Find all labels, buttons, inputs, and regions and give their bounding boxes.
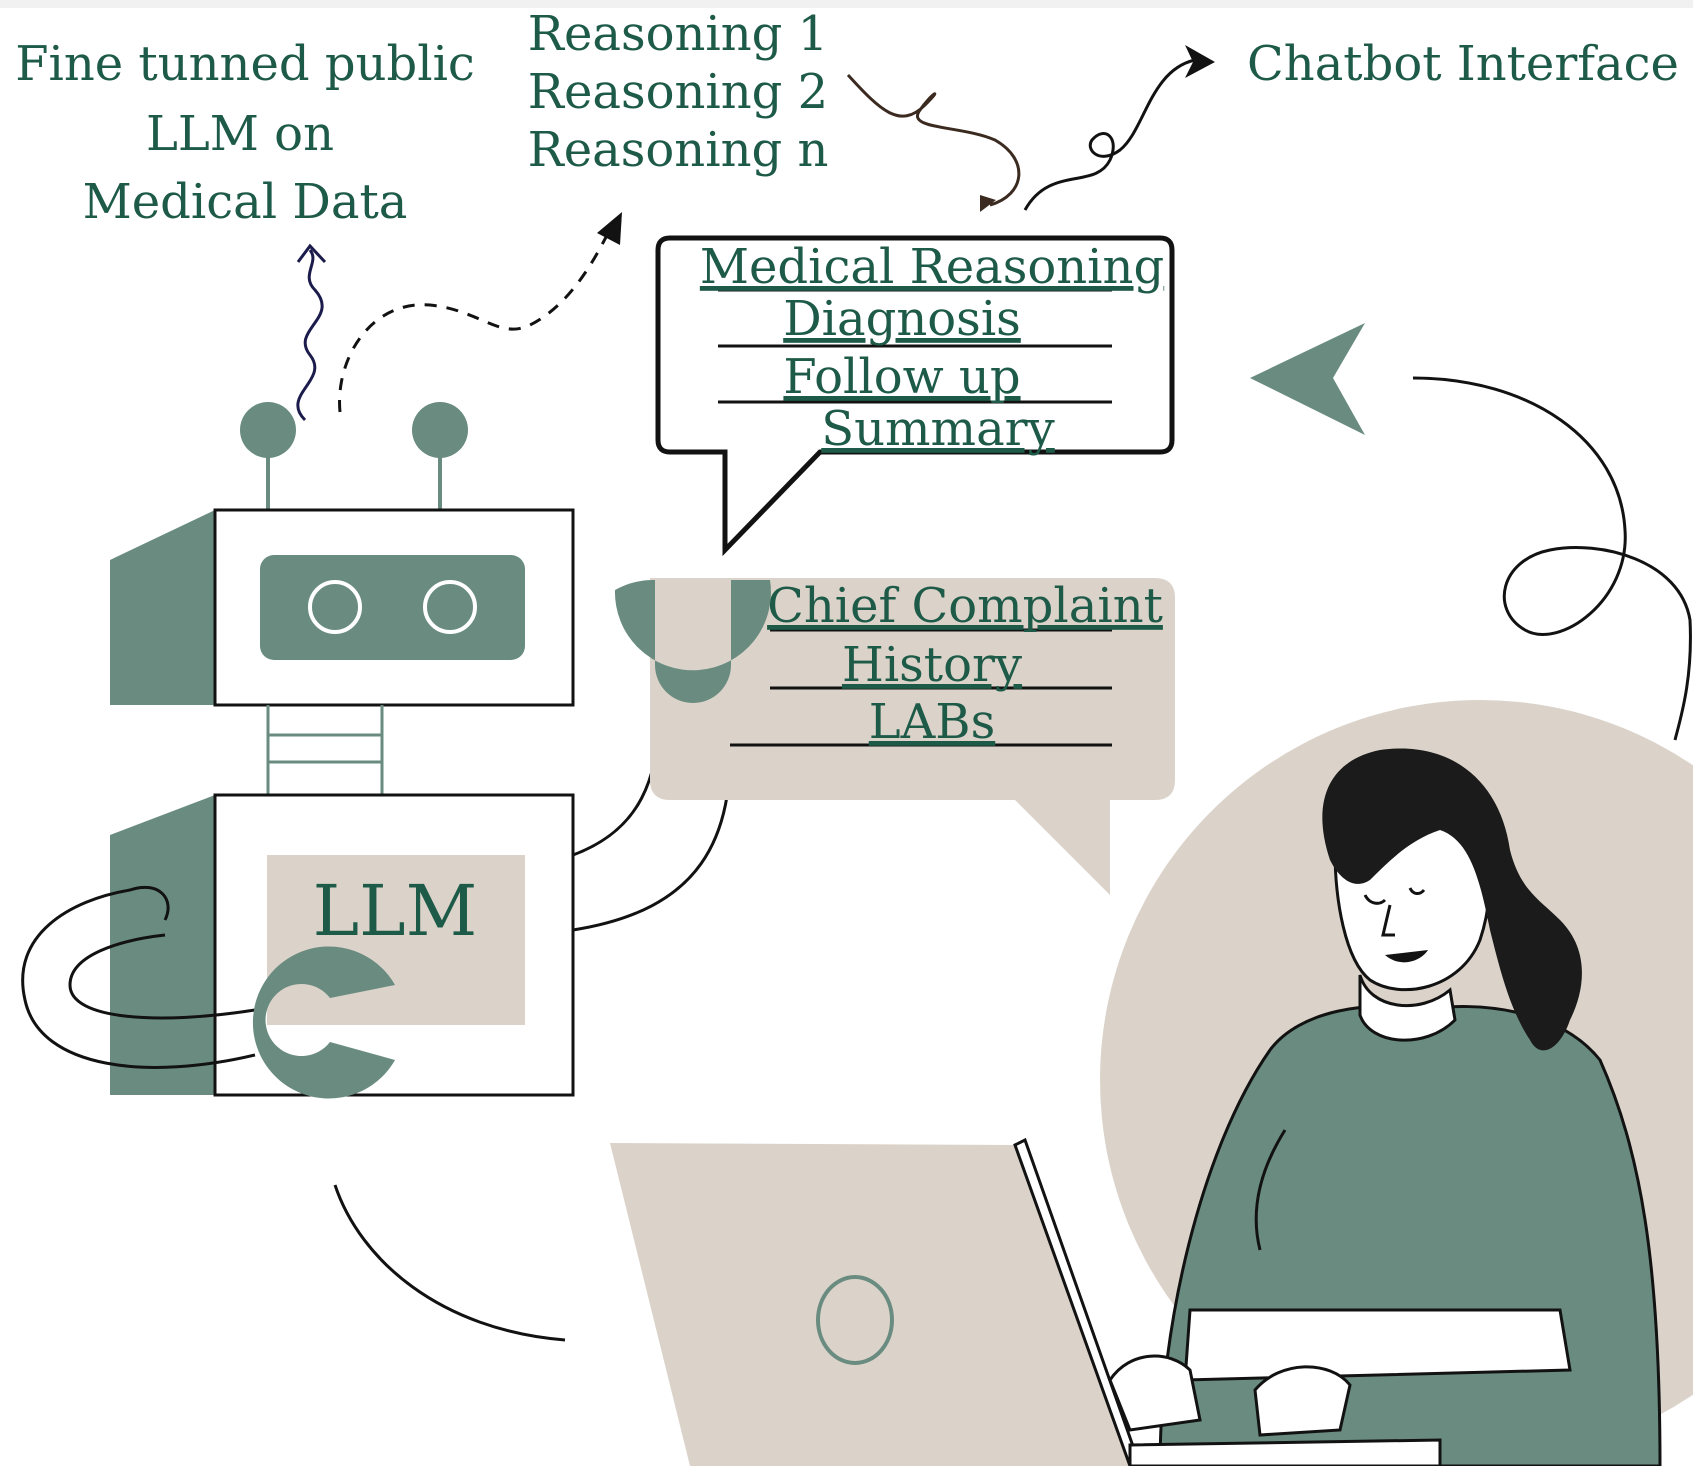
laptop-icon (610, 1137, 1442, 1466)
sleeve-band (1183, 1308, 1572, 1382)
finetuned-label: Fine tunned public LLM on Medical Data (15, 36, 475, 230)
antenna-ball-left (240, 402, 296, 458)
robot-eye-left (308, 580, 362, 634)
top-strip (0, 0, 1693, 8)
robot-arm-left (21, 885, 256, 1069)
output-bubble: Medical Reasoning Diagnosis Follow up Su… (655, 235, 1175, 557)
body-side (110, 795, 215, 1095)
reasoning-1: Reasoning 1 (528, 6, 828, 62)
woman-at-laptop-icon (1100, 700, 1693, 1466)
arrow-finetune-head (296, 243, 327, 264)
robot-eye-right (423, 580, 477, 634)
input-item: Chief Complaint (767, 578, 1163, 634)
output-item: Follow up (783, 349, 1020, 405)
connector-arc-bottom (333, 1184, 566, 1342)
output-item: Diagnosis (783, 291, 1021, 347)
chest-line (1254, 1129, 1287, 1251)
head-side (110, 510, 215, 705)
robot-arm-left-inner (68, 933, 256, 1020)
mouth (1385, 950, 1428, 963)
eye-right (1408, 887, 1426, 895)
llm-label: LLM (313, 870, 478, 952)
robot-neck (266, 705, 384, 795)
arrow-reasoning-dashed (338, 224, 614, 413)
antenna-ball-right (412, 402, 468, 458)
hand-right (1253, 1365, 1352, 1437)
robot-visor (260, 555, 525, 660)
chatbot-interface-label: Chatbot Interface (1247, 36, 1679, 92)
hair (1322, 748, 1582, 1051)
finetuned-line-1: Fine tunned public (15, 36, 475, 92)
connector-curl-right (1412, 376, 1692, 741)
input-bubble-shape (650, 578, 1175, 895)
reasoning-n: Reasoning n (528, 122, 829, 178)
robot-icon: LLM (21, 402, 732, 1099)
input-bubble: Chief Complaint History LABs (650, 578, 1175, 895)
arrow-chatbot-curly (1023, 58, 1196, 211)
llm-panel (267, 855, 525, 1025)
robot-arm-right (572, 699, 662, 857)
output-item: Summary (821, 401, 1055, 457)
neck (1358, 974, 1457, 1042)
arrow-reasoning-head (597, 212, 622, 245)
output-bubble-shape (655, 235, 1175, 557)
nose (1381, 904, 1395, 937)
finetuned-line-3: Medical Data (83, 174, 408, 230)
input-item: History (842, 637, 1022, 693)
arrow-reasoning-curly (846, 73, 1021, 207)
output-item: Medical Reasoning (700, 239, 1164, 295)
laptop-screen-back (610, 1143, 1130, 1466)
hand-left (1108, 1354, 1202, 1432)
arrow-reasoning-curly-head (980, 195, 996, 212)
finetuned-line-2: LLM on (146, 106, 334, 162)
robot-clamp-left (252, 946, 395, 1099)
triangle-pointer-icon (1250, 323, 1365, 435)
reasoning-2: Reasoning 2 (528, 64, 828, 120)
laptop-base (1128, 1438, 1442, 1466)
laptop-edge (1013, 1137, 1142, 1466)
eye-left (1363, 894, 1387, 905)
input-item: LABs (869, 694, 995, 750)
laptop-logo (816, 1275, 894, 1365)
robot-clamp-right (614, 579, 771, 703)
arrow-finetune-wavy (296, 249, 324, 422)
arrow-chatbot-head (1185, 45, 1215, 78)
reasoning-list: Reasoning 1 Reasoning 2 Reasoning n (528, 6, 829, 178)
